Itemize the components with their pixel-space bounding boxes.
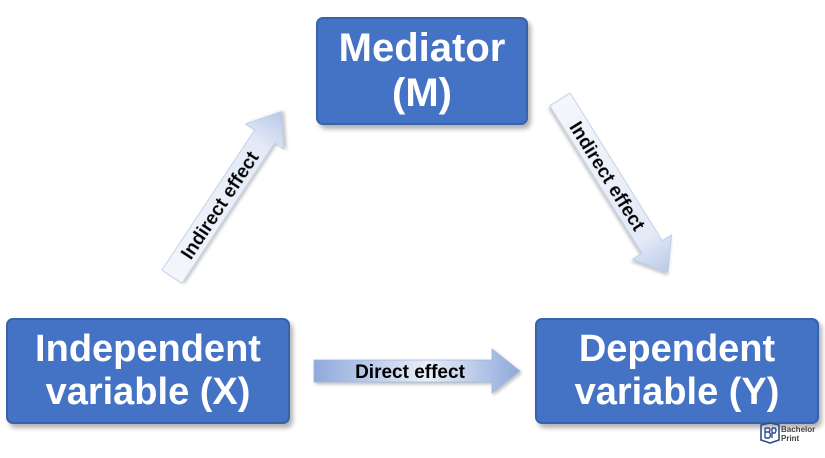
dependent-label-line2: variable (Y) bbox=[574, 371, 780, 413]
dependent-label-line1: Dependent bbox=[578, 328, 776, 371]
bachelorprint-logo: Bachelor Print bbox=[760, 422, 820, 452]
indirect-effect-label-my: Indirect effect bbox=[564, 118, 648, 235]
logo-text-line2: Print bbox=[781, 434, 800, 443]
indirect-effect-arrow-xm: Indirect effect bbox=[161, 111, 285, 284]
indirect-effect-label-xm: Indirect effect bbox=[177, 148, 264, 264]
indirect-effect-arrow-my: Indirect effect bbox=[549, 92, 673, 274]
logo-text-line1: Bachelor bbox=[781, 425, 816, 434]
independent-variable-node: Independent variable (X) bbox=[6, 318, 290, 424]
mediator-label-line2: (M) bbox=[392, 71, 452, 115]
direct-effect-arrow: Direct effect bbox=[313, 348, 521, 394]
dependent-variable-node: Dependent variable (Y) bbox=[535, 318, 819, 424]
independent-label-line1: Independent bbox=[35, 328, 261, 371]
independent-label-line2: variable (X) bbox=[45, 371, 251, 413]
bachelorprint-logo-icon bbox=[760, 422, 780, 444]
mediator-label-line1: Mediator bbox=[338, 26, 506, 71]
direct-effect-label: Direct effect bbox=[355, 362, 465, 383]
mediator-node: Mediator (M) bbox=[316, 17, 528, 125]
